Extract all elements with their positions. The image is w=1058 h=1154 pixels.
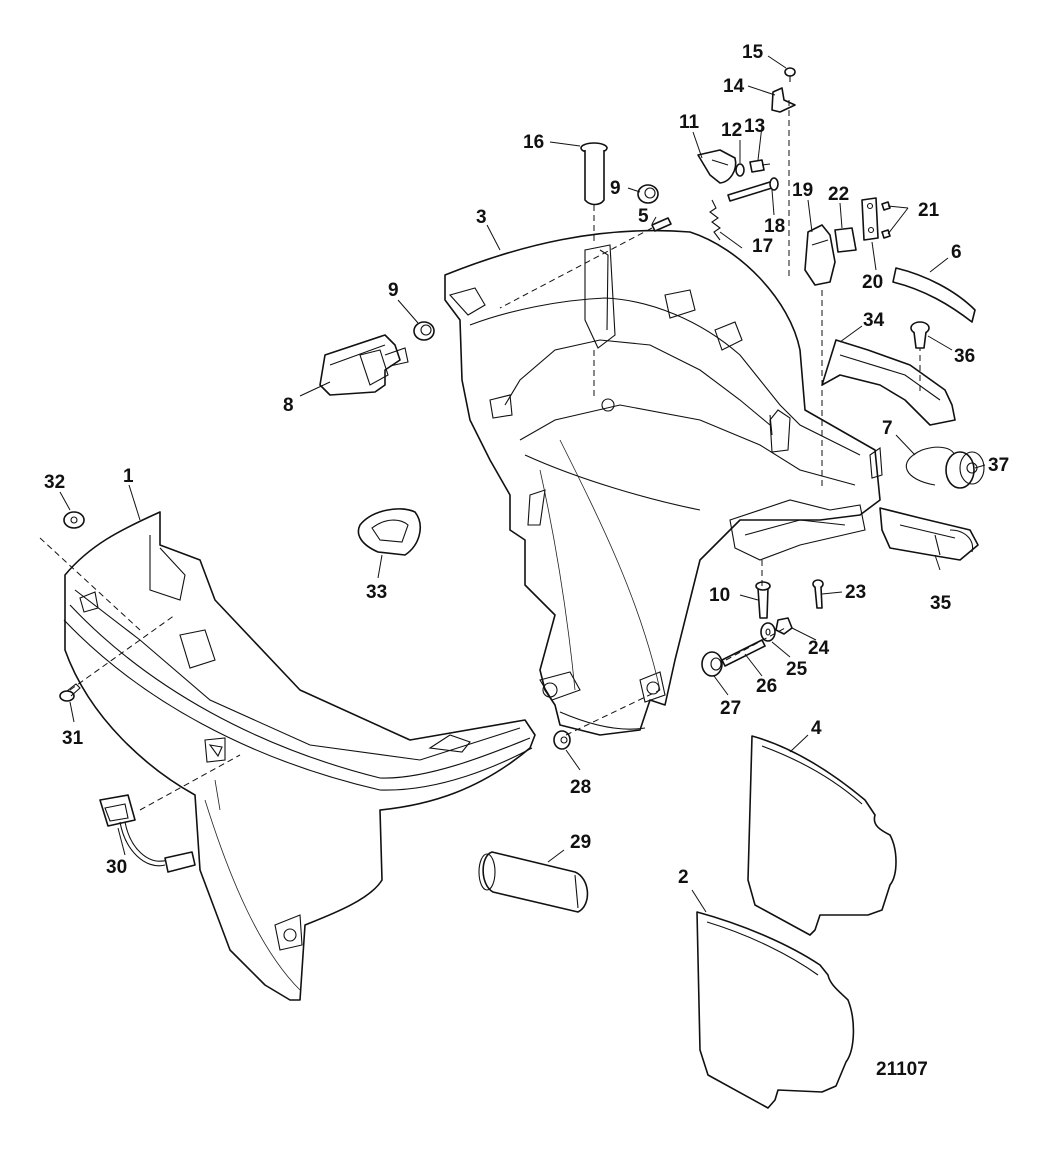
callout-18: 18 [764, 216, 785, 237]
callout-14: 14 [723, 76, 745, 97]
callout-15: 15 [742, 42, 764, 63]
callout-19: 19 [792, 180, 813, 201]
callout-35: 35 [930, 593, 952, 614]
part-35-tube-clamp [879, 507, 979, 561]
callout-2: 2 [678, 867, 689, 888]
callout-3: 3 [476, 207, 487, 228]
part-9-bushing-left [413, 321, 435, 341]
part-13-screw [749, 159, 771, 173]
callout-9-left: 9 [388, 280, 399, 301]
part-32-washer [63, 511, 85, 529]
callout-1: 1 [123, 466, 134, 487]
part-27-grommet [701, 651, 723, 677]
part-18-screw [727, 177, 779, 202]
part-9-bushing-right [637, 184, 659, 204]
callout-6: 6 [951, 242, 962, 263]
callout-13: 13 [744, 116, 765, 137]
part-28-bushing [553, 730, 571, 750]
part-25-washer [760, 622, 776, 642]
part-24-nut [775, 617, 793, 635]
callout-5: 5 [638, 206, 649, 227]
part-5-pin [499, 217, 672, 309]
part-10-pin [755, 581, 771, 619]
callout-17: 17 [752, 236, 773, 257]
callout-11: 11 [679, 112, 700, 133]
callout-labels: 1 2 3 4 5 6 7 8 9 9 10 11 12 13 14 15 16… [44, 42, 1009, 888]
callout-20: 20 [862, 272, 883, 293]
part-19-lever [804, 224, 836, 286]
document-number: 21107 [876, 1059, 928, 1080]
callout-23: 23 [845, 582, 866, 603]
callout-21: 21 [918, 200, 940, 221]
part-6-trim-strip [892, 267, 976, 323]
callout-37: 37 [988, 455, 1009, 476]
callout-27: 27 [720, 698, 741, 719]
callout-29: 29 [570, 832, 591, 853]
part-4-side-panel [747, 735, 897, 936]
part-29-foam-sleeve [478, 851, 589, 913]
part-20-plate [861, 197, 879, 241]
callout-30: 30 [106, 857, 127, 878]
part-2-side-panel [696, 911, 855, 1109]
callout-28: 28 [570, 777, 591, 798]
leader-lines [59, 55, 986, 913]
part-17-spring [709, 199, 721, 241]
part-16-pin [580, 142, 608, 245]
callout-16: 16 [523, 132, 544, 153]
callout-31: 31 [62, 728, 84, 749]
callout-8: 8 [283, 395, 294, 416]
part-7-clip-ring [905, 446, 956, 486]
callout-24: 24 [808, 638, 830, 659]
part-31-screw [59, 683, 81, 702]
callout-25: 25 [786, 659, 808, 680]
callout-26: 26 [756, 676, 777, 697]
part-1-bottom-cowl-left [63, 511, 536, 1001]
callout-32: 32 [44, 472, 65, 493]
part-33-grommet [357, 508, 421, 556]
callout-12: 12 [721, 120, 742, 141]
callout-34: 34 [863, 310, 885, 331]
callout-10: 10 [709, 585, 730, 606]
part-23-screw [812, 579, 824, 609]
callout-36: 36 [954, 346, 975, 367]
part-15-screw [784, 67, 796, 280]
part-3-bottom-cowl-right [444, 229, 883, 736]
part-12-washer [735, 163, 745, 177]
callout-22: 22 [828, 184, 849, 205]
part-14-bracket [771, 87, 796, 113]
part-26-rod [721, 639, 766, 667]
part-37-knob [945, 451, 985, 489]
part-30-switch-harness [99, 794, 196, 873]
part-34-rear-bracket [821, 339, 956, 426]
callout-9-right: 9 [610, 178, 621, 199]
part-8-latch [319, 334, 409, 396]
callout-33: 33 [366, 582, 387, 603]
callout-4: 4 [811, 718, 822, 739]
callout-7: 7 [882, 418, 893, 439]
part-22-block [834, 227, 857, 253]
part-11-hook [697, 149, 737, 184]
part-36-bolt [910, 321, 930, 349]
part-21-screws [881, 201, 891, 239]
